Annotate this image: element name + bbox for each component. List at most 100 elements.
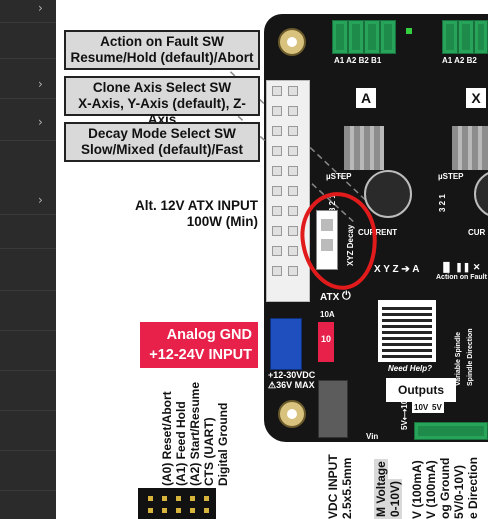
clone-axis-label: X Y Z ➔ A bbox=[374, 264, 420, 275]
atx-label: ATX bbox=[320, 292, 340, 303]
sidebar-divider bbox=[0, 248, 56, 249]
pin-label: Digital Ground bbox=[216, 402, 230, 486]
clone-axis-callout: Clone Axis Select SW X-Axis, Y-Axis (def… bbox=[64, 76, 260, 127]
atx-label-line1: Alt. 12V ATX INPUT bbox=[134, 198, 258, 213]
axis-a-badge: A bbox=[356, 88, 376, 108]
chevron-right-icon[interactable]: › bbox=[38, 115, 43, 129]
sidebar-divider bbox=[0, 22, 56, 23]
output-terminal bbox=[414, 422, 488, 440]
sidebar-divider bbox=[0, 410, 56, 411]
connector-pin bbox=[288, 266, 298, 276]
callout-title: Clone Axis Select SW bbox=[92, 80, 232, 95]
connector-pin bbox=[272, 226, 282, 236]
connector-pin bbox=[288, 86, 298, 96]
fuse-rating: 10A bbox=[320, 310, 335, 319]
pin-label: (A2) Start/Resume bbox=[188, 381, 202, 486]
connector-pin bbox=[288, 206, 298, 216]
connector-pin bbox=[272, 166, 282, 176]
fuse-value: 10 bbox=[320, 334, 331, 344]
spindle-direction-label: Spindle Direction bbox=[467, 328, 474, 386]
need-help-label: Need Help? bbox=[388, 364, 433, 373]
mounting-hole bbox=[278, 28, 306, 56]
output-label: e Direction bbox=[466, 456, 480, 519]
connector-pin bbox=[272, 106, 282, 116]
atx-input-label: Alt. 12V ATX INPUT 100W (Min) bbox=[106, 198, 258, 230]
ustep-jumper-numbers: 3 2 1 bbox=[438, 194, 447, 212]
connector-pin bbox=[288, 226, 298, 236]
current-potentiometer[interactable] bbox=[364, 170, 412, 218]
pin-label: (A0) Reset/Abort bbox=[160, 391, 174, 486]
current-label: CURRENT bbox=[358, 228, 398, 237]
chevron-right-icon[interactable]: › bbox=[38, 193, 43, 207]
connector-pin bbox=[272, 126, 282, 136]
qr-code[interactable] bbox=[378, 300, 436, 362]
vdc-input-size: 2.5x5.5mm bbox=[340, 457, 354, 519]
dip-knob[interactable] bbox=[321, 239, 333, 251]
axis-x-badge: X bbox=[466, 88, 486, 108]
pwm-voltage-label: M Voltage bbox=[374, 459, 388, 519]
callout-detail: Slow/Mixed (default)/Fast bbox=[80, 142, 243, 157]
connector-pin bbox=[272, 266, 282, 276]
out-5v: 5V bbox=[430, 402, 444, 413]
pwm-voltage-range: 0-10V) bbox=[388, 478, 402, 519]
motor-terminal bbox=[474, 20, 488, 54]
action-on-fault-label: Action on Fault bbox=[436, 274, 487, 281]
output-label: V (100mA) bbox=[424, 460, 438, 519]
connector-pin bbox=[272, 86, 282, 96]
decay-dip-switch[interactable] bbox=[316, 210, 338, 270]
motor-terminal bbox=[332, 20, 348, 54]
callout-detail: Resume/Hold (default)/Abort bbox=[70, 50, 254, 65]
output-label: V (100mA) bbox=[410, 460, 424, 519]
connector-pin bbox=[288, 246, 298, 256]
motor-terminal bbox=[348, 20, 364, 54]
axis-a-labels: A A A bbox=[339, 0, 350, 14]
driver-chip bbox=[452, 126, 488, 170]
sidebar: › › › › bbox=[0, 0, 56, 519]
terminal-pin-labels: A1 A2 B2 B1 bbox=[334, 56, 382, 65]
power-terminal bbox=[270, 318, 302, 370]
connector-pin bbox=[288, 106, 298, 116]
callout-title: Decay Mode Select SW bbox=[88, 126, 236, 141]
connector-pin bbox=[272, 246, 282, 256]
sidebar-divider bbox=[0, 140, 56, 141]
pin-header bbox=[138, 488, 216, 519]
connector-pin bbox=[288, 186, 298, 196]
sidebar-divider bbox=[0, 490, 56, 491]
power-input-label: +12-24V INPUT bbox=[149, 347, 252, 363]
axis-x-labels: X X bbox=[449, 0, 460, 14]
current-label: CUR bbox=[468, 228, 486, 237]
connector-pin bbox=[272, 206, 282, 216]
output-label: og Ground bbox=[438, 457, 452, 519]
motor-terminal bbox=[442, 20, 458, 54]
ustep-label: µSTEP bbox=[438, 172, 464, 181]
connector-pin bbox=[288, 146, 298, 156]
analog-gnd-box: Analog GND +12-24V INPUT bbox=[140, 322, 258, 368]
max-voltage-warning: ⚠36V MAX bbox=[268, 380, 315, 390]
power-icon: ⏻ bbox=[342, 290, 351, 302]
outputs-label: Outputs bbox=[386, 378, 456, 402]
fault-switch-callout: Action on Fault SW Resume/Hold (default)… bbox=[64, 30, 260, 70]
motor-terminal bbox=[380, 20, 396, 54]
terminal-pin-labels: A1 A2 B2 bbox=[442, 56, 477, 65]
out-10v: 10V bbox=[412, 402, 431, 413]
status-led bbox=[406, 28, 412, 34]
decay-mode-callout: Decay Mode Select SW Slow/Mixed (default… bbox=[64, 122, 260, 162]
chevron-right-icon[interactable]: › bbox=[38, 77, 43, 91]
sidebar-divider bbox=[0, 330, 56, 331]
callout-title: Action on Fault SW bbox=[100, 34, 224, 49]
dip-knob[interactable] bbox=[321, 219, 333, 231]
connector-pin bbox=[272, 186, 282, 196]
fault-switch-icons: ▐▌ ❚❚ ✕ bbox=[440, 262, 481, 272]
chevron-right-icon[interactable]: › bbox=[38, 1, 43, 15]
output-label: 5V/0-10V) bbox=[452, 464, 466, 519]
pin-label: CTS (UART) bbox=[202, 417, 216, 486]
board-image: Action on Fault SW Resume/Hold (default)… bbox=[56, 0, 488, 519]
pin-label: (A1) Feed Hold bbox=[174, 401, 188, 486]
sidebar-divider bbox=[0, 290, 56, 291]
voltage-select-label: 5V⟷10V bbox=[400, 394, 409, 431]
vin-label: Vin bbox=[366, 432, 379, 441]
mounting-hole bbox=[278, 400, 306, 428]
connector-pin bbox=[288, 166, 298, 176]
driver-chip bbox=[344, 126, 384, 170]
motor-terminal bbox=[364, 20, 380, 54]
